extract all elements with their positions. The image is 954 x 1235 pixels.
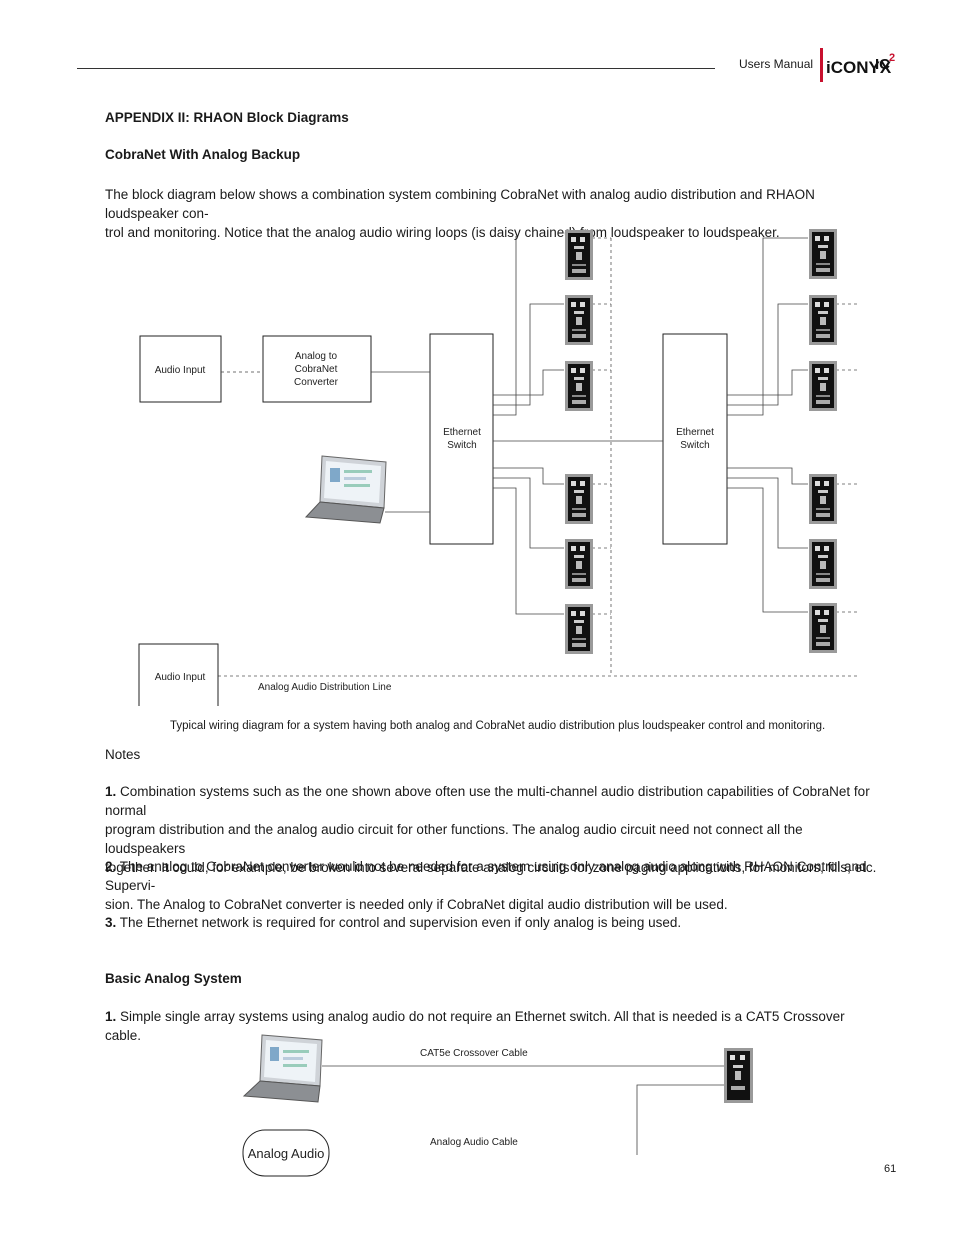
intro-line-1: The block diagram below shows a combinat… [105,187,815,221]
audio-input-label-1: Audio Input [155,365,206,376]
crossover-cable-label: CAT5e Crossover Cable [420,1048,528,1059]
loudspeaker-icon [724,1048,753,1103]
basic-analog-text: Simple single array systems using analog… [105,1009,845,1043]
note-1-line-3: together. It could, for example, be brok… [105,860,877,875]
note-1-line-1: Combination systems such as the one show… [105,784,870,818]
laptop-icon [242,1034,323,1103]
note-1: 1. Combination systems such as the one s… [105,782,883,877]
loudspeaker-right-2 [809,295,837,345]
converter-label-1: Analog to [295,351,338,362]
cobranet-block-diagram: Audio Input Analog to CobraNet Converter… [138,229,858,706]
switch-right-label-2: Switch [680,440,709,451]
analog-audio-cable-label: Analog Audio Cable [430,1137,518,1148]
section-title-cobranet: CobraNet With Analog Backup [105,147,301,162]
loudspeaker-right-5 [809,539,837,589]
intro-line-2: trol and monitoring. Notice that the ana… [105,225,780,240]
note-2-line-2: sion. The Analog to CobraNet converter i… [105,897,728,912]
ethernet-switch-left [429,333,494,545]
analog-audio-box [242,1129,330,1177]
loudspeaker-left-2 [565,295,593,345]
note-1-num: 1. [105,784,117,799]
section-title-basic-analog: Basic Analog System [105,971,242,986]
switch-right-label-1: Ethernet [676,427,714,438]
diagram-caption: Typical wiring diagram for a system havi… [170,720,826,732]
loudspeaker-left-5 [565,539,593,589]
note-2-line-1: The analog to CobraNet converter would n… [105,859,867,893]
loudspeaker-right-6 [809,603,837,653]
laptop-icon [304,455,387,524]
appendix-title: APPENDIX II: RHAON Block Diagrams [105,110,349,125]
svg-text:iCONYX: iCONYX [826,58,892,77]
analog-audio-label: Analog Audio [248,1146,325,1161]
svg-text:IC: IC [875,56,890,73]
loudspeaker-left-3 [565,361,593,411]
note-2: 2. The analog to CobraNet converter woul… [105,857,883,914]
loudspeaker-right-4 [809,474,837,524]
loudspeaker-left-4 [565,474,593,524]
converter-label-2: CobraNet [295,364,338,375]
converter-box [262,335,372,403]
switch-left-label-2: Switch [447,440,476,451]
ethernet-switch-right [662,333,728,545]
notes-label: Notes [105,747,141,762]
analog-line-label: Analog Audio Distribution Line [258,682,392,693]
iconyx-logo: iCONYX IC 2 [820,48,895,82]
header-rule [77,68,715,69]
note-1-line-2: program distribution and the analog audi… [105,822,803,856]
note-2-num: 2. [105,859,117,874]
basic-analog-num: 1. [105,1009,117,1024]
note-3-num: 3. [105,915,117,930]
intro-paragraph: The block diagram below shows a combinat… [105,185,883,242]
manual-label: Users Manual [739,57,814,71]
converter-label-3: Converter [294,377,339,388]
note-3-line-1: The Ethernet network is required for con… [116,915,682,930]
audio-input-box-1 [139,335,222,403]
page-number: 61 [884,1163,897,1175]
note-3: 3. The Ethernet network is required for … [105,913,883,932]
basic-analog-paragraph: 1. Simple single array systems using ana… [105,1007,883,1045]
loudspeaker-right-1 [809,229,837,279]
loudspeaker-right-3 [809,361,837,411]
audio-input-label-2: Audio Input [155,672,206,683]
svg-text:2: 2 [889,52,895,64]
switch-left-label-1: Ethernet [443,427,481,438]
loudspeaker-left-1 [565,230,593,280]
loudspeaker-left-6 [565,604,593,654]
basic-analog-diagram: CAT5e Crossover Cable Analog Audio Analo… [242,1034,753,1177]
